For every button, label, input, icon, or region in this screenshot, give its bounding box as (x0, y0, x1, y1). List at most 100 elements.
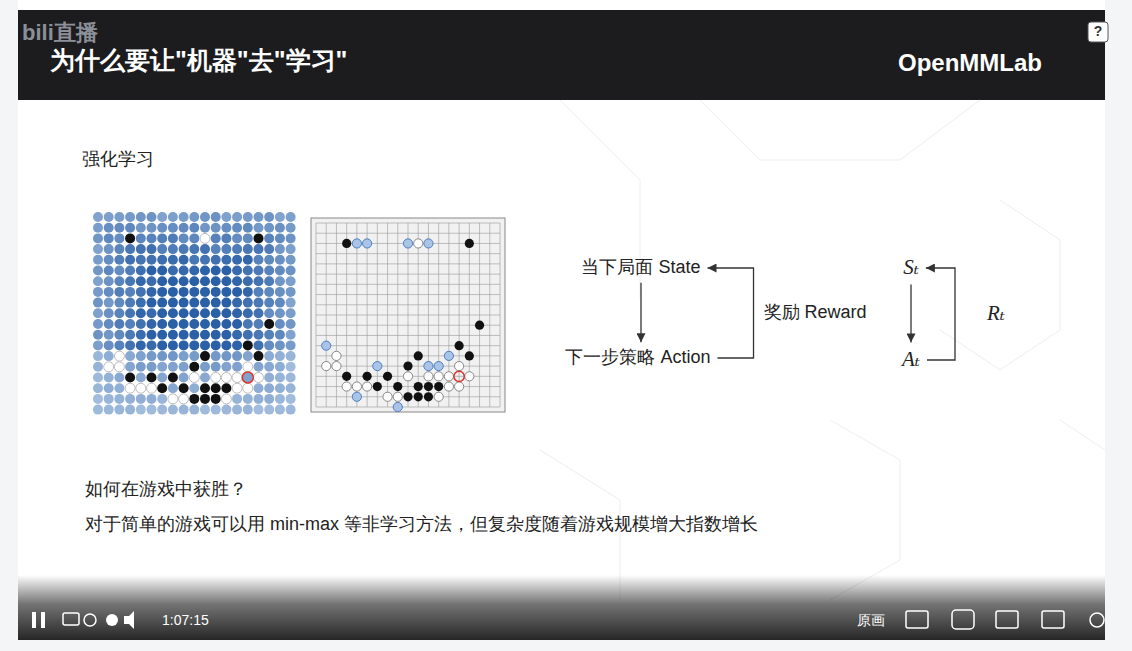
board-point (168, 319, 178, 329)
board-point (147, 394, 157, 404)
board-point (104, 373, 114, 383)
board-point (136, 351, 146, 361)
board-point (93, 266, 103, 276)
slide-title: 为什么要让"机器"去"学习" (50, 45, 347, 75)
board-point (200, 298, 210, 308)
board-point (147, 319, 157, 329)
board-point (136, 233, 146, 243)
board-point (157, 308, 167, 318)
math-symbol: Aₜ (897, 344, 925, 375)
board-point (221, 319, 231, 329)
board-point (179, 340, 189, 350)
board-point (168, 340, 178, 350)
board-point (168, 373, 178, 383)
board-point (232, 298, 242, 308)
board-point (200, 383, 210, 393)
board-point (93, 276, 103, 286)
page-ground (18, 640, 1105, 651)
last-move-mark (242, 372, 253, 383)
go-stone (403, 392, 412, 401)
board-point (254, 276, 264, 286)
board-point (286, 340, 296, 350)
board-point (254, 330, 264, 340)
board-point (157, 244, 167, 254)
setting-icon (996, 611, 1018, 628)
board-point (168, 351, 178, 361)
board-point (264, 383, 274, 393)
board-point (93, 351, 103, 361)
go-stone (414, 239, 423, 248)
board-point (168, 244, 178, 254)
board-point (114, 330, 124, 340)
board-point (104, 351, 114, 361)
go-stone (414, 351, 423, 360)
board-point (264, 212, 274, 222)
board-point (275, 287, 285, 297)
board-point (179, 362, 189, 372)
board-point (232, 319, 242, 329)
board-point (104, 212, 114, 222)
board-point (243, 276, 253, 286)
board-point (114, 266, 124, 276)
board-point (264, 330, 274, 340)
side-margin (0, 0, 18, 651)
board-point (189, 383, 199, 393)
board-point (243, 330, 253, 340)
board-point (93, 373, 103, 383)
board-point (179, 319, 189, 329)
board-point (157, 405, 167, 415)
board-point (147, 362, 157, 372)
board-point (104, 394, 114, 404)
board-point (168, 287, 178, 297)
board-point (93, 308, 103, 318)
board-point (286, 244, 296, 254)
board-point (221, 266, 231, 276)
loop-icon (84, 614, 96, 626)
go-stone (424, 372, 433, 381)
board-point (286, 405, 296, 415)
board-point (125, 233, 135, 243)
board-point (200, 405, 210, 415)
board-point (254, 394, 264, 404)
board-point (157, 351, 167, 361)
go-board (311, 218, 505, 412)
danmaku-icon (952, 610, 974, 629)
board-point (125, 212, 135, 222)
board-point (232, 233, 242, 243)
board-point (189, 223, 199, 233)
board-point (211, 255, 221, 265)
board-point (179, 255, 189, 265)
go-stone (414, 382, 423, 391)
board-point (264, 233, 274, 243)
board-point (275, 298, 285, 308)
board-point (221, 383, 231, 393)
board-point (243, 373, 253, 383)
go-stone (363, 239, 372, 248)
board-point (125, 340, 135, 350)
board-point (114, 287, 124, 297)
board-point (136, 298, 146, 308)
board-point (114, 340, 124, 350)
board-point (136, 373, 146, 383)
board-point (200, 276, 210, 286)
board-point (264, 276, 274, 286)
board-point (254, 223, 264, 233)
go-stone (363, 382, 372, 391)
board-point (168, 298, 178, 308)
board-point (104, 319, 114, 329)
board-point (168, 266, 178, 276)
feedback-arrow (708, 268, 754, 358)
board-point (157, 287, 167, 297)
board-point (211, 362, 221, 372)
board-point (93, 287, 103, 297)
board-point (189, 244, 199, 254)
board-point (93, 319, 103, 329)
grid-line (326, 223, 327, 407)
go-stone (434, 362, 443, 371)
board-point (232, 276, 242, 286)
board-point (286, 351, 296, 361)
board-point (168, 308, 178, 318)
go-stone (424, 362, 433, 371)
board-point (114, 373, 124, 383)
board-point (157, 330, 167, 340)
